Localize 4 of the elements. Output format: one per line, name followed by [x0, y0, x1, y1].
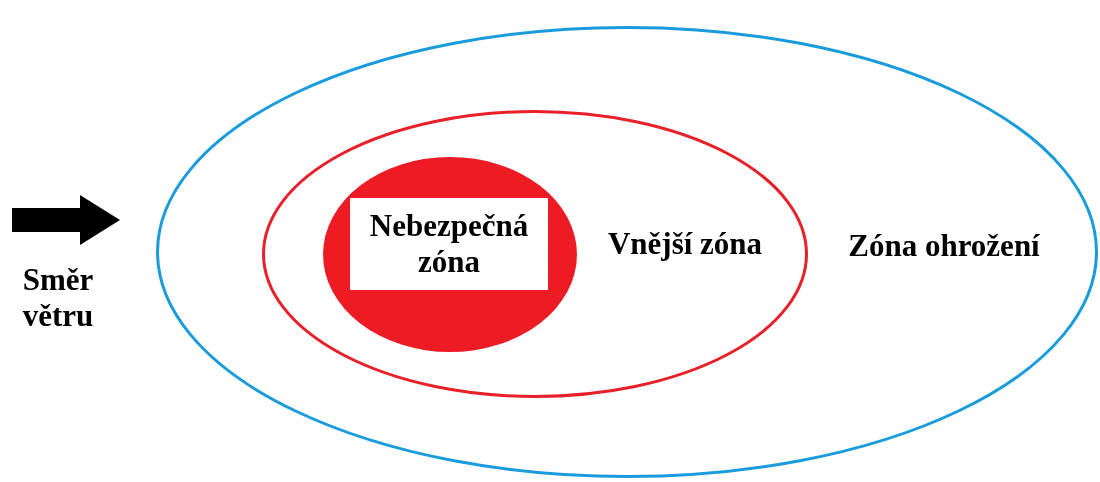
zone-label: Zóna ohrožení	[848, 228, 1040, 264]
zone-label: Vnější zóna	[607, 226, 763, 262]
wind-direction-label: Směr větru	[21, 262, 95, 334]
text-box: Nebezpečná zóna	[350, 198, 548, 290]
